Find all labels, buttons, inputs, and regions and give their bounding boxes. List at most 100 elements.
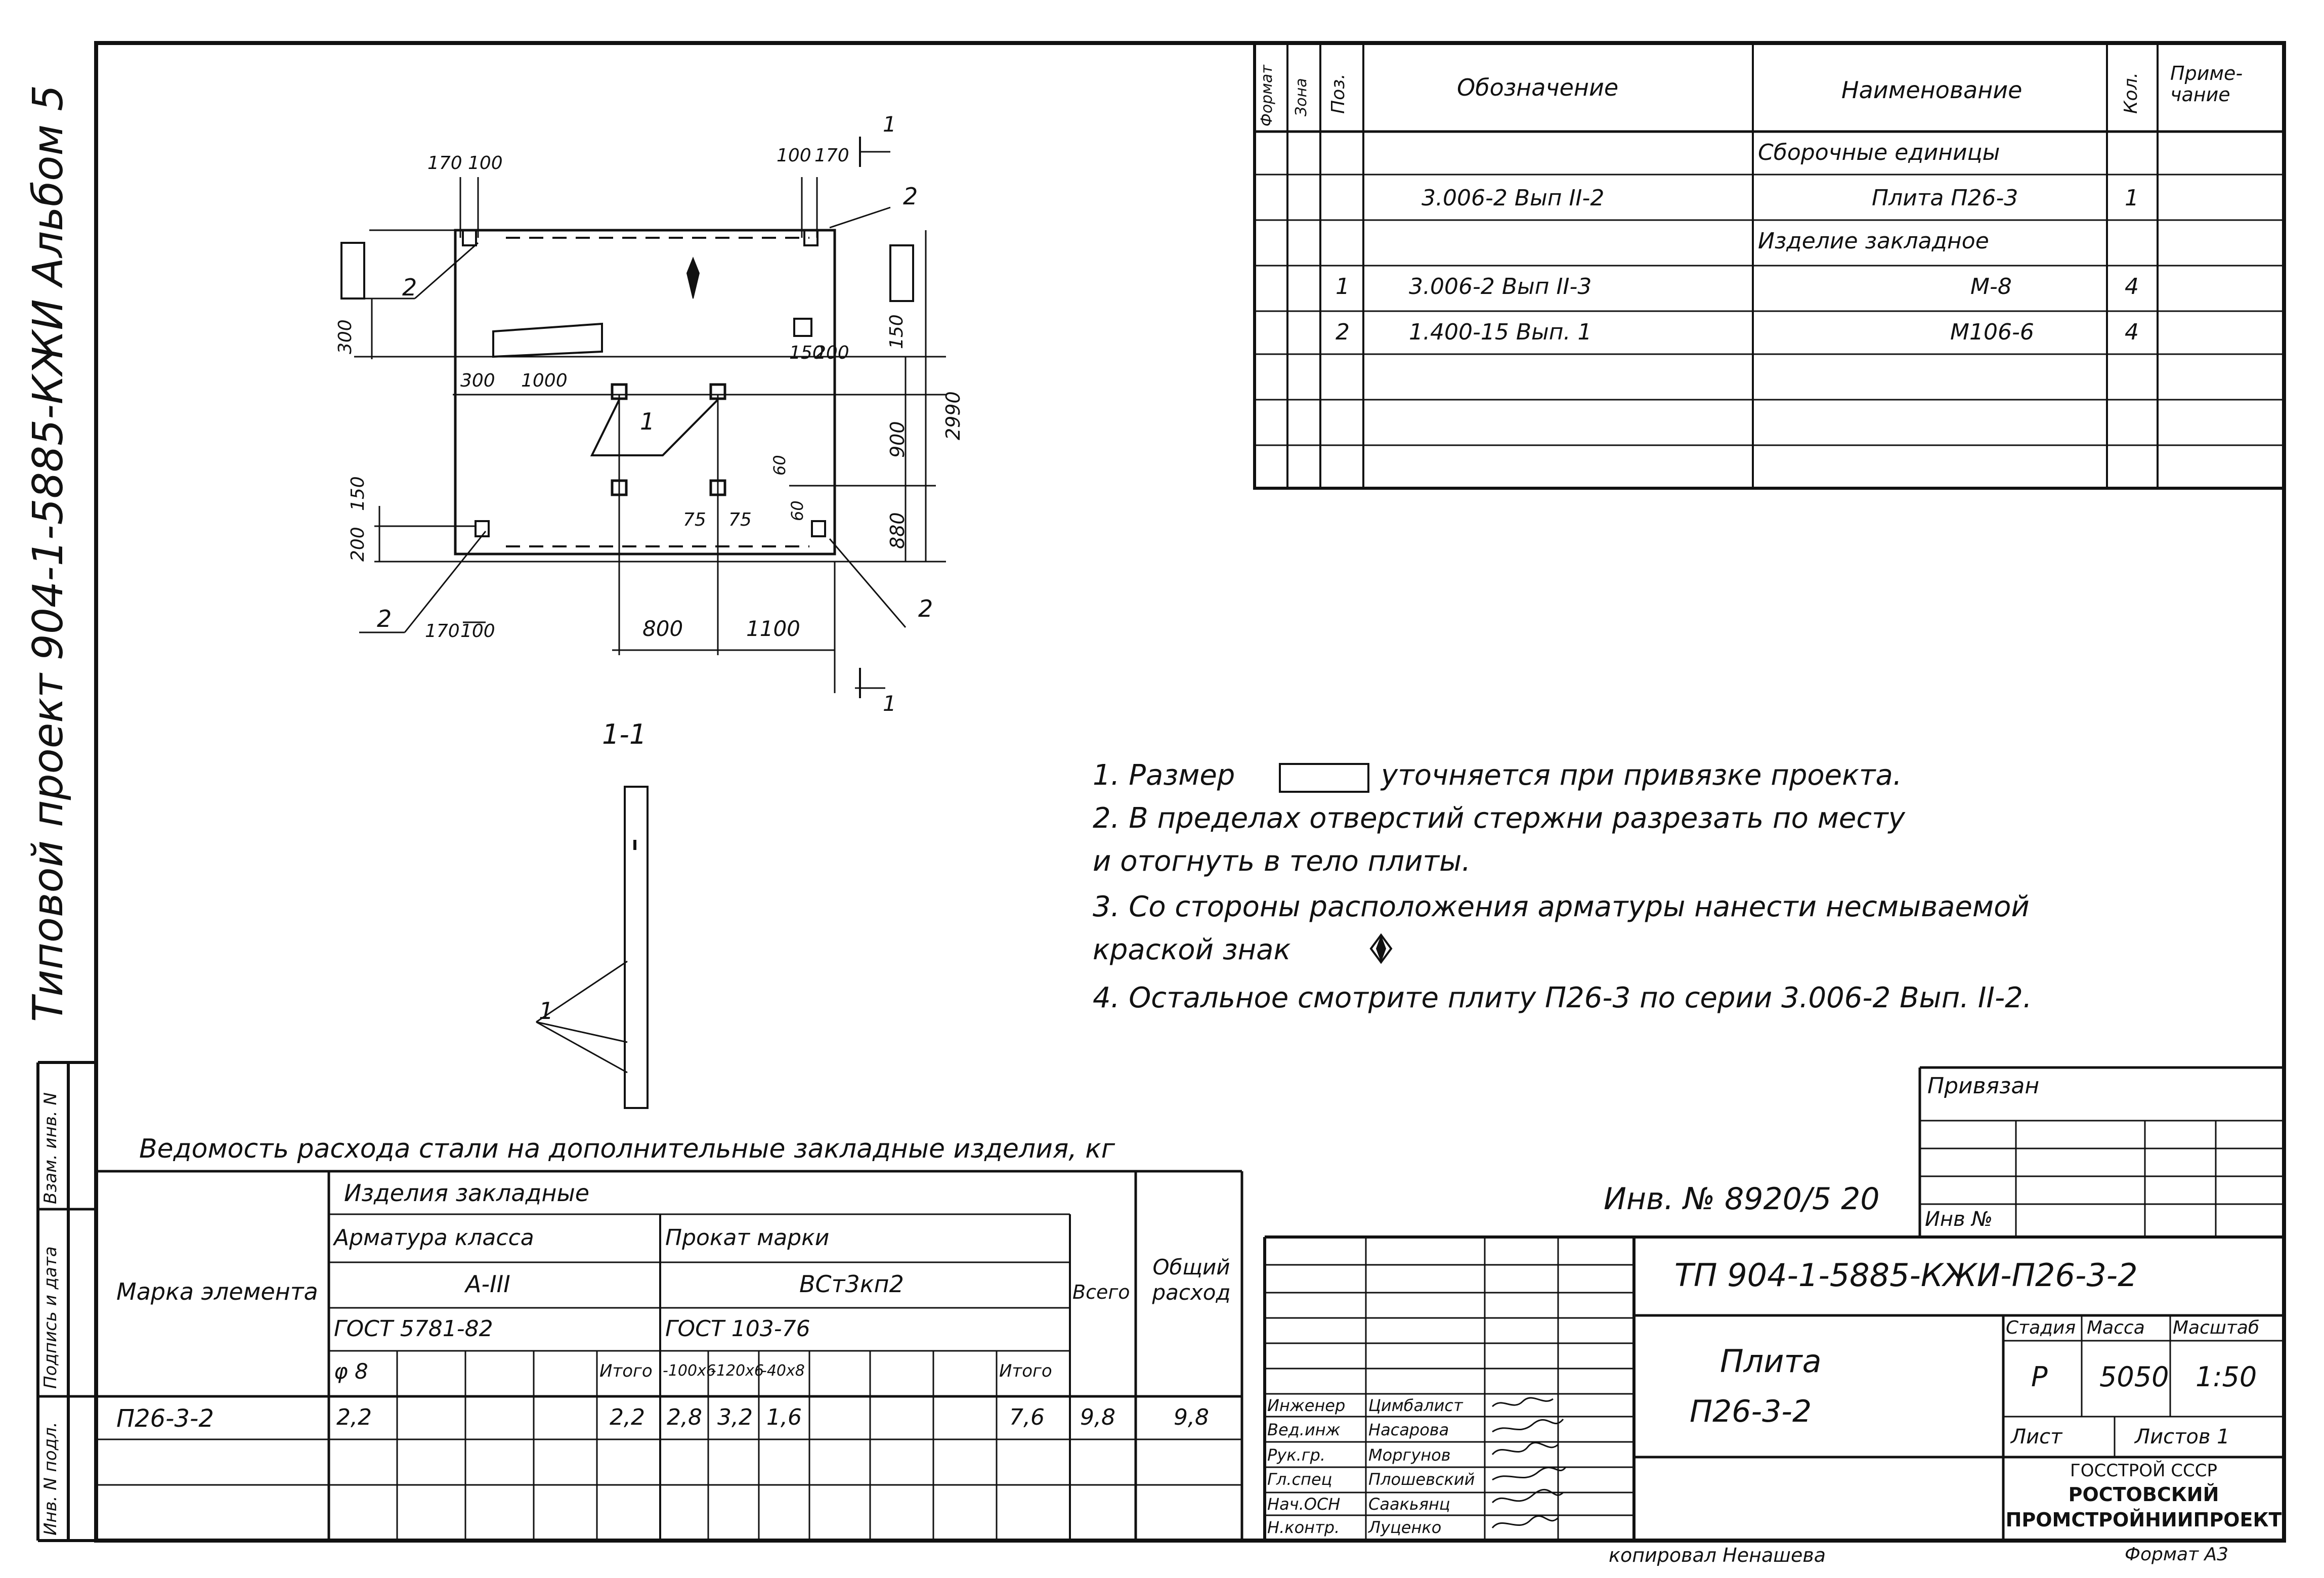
steel-prokat-mark: ВСт3кп2 bbox=[799, 1270, 904, 1298]
dim-label: 100 bbox=[460, 621, 495, 642]
steel-row-vsego: 9,8 bbox=[1080, 1404, 1115, 1430]
inv-stamp: Инв. № 8920/5 20 bbox=[1604, 1181, 1880, 1217]
privyazan-label: Привязан bbox=[1927, 1073, 2040, 1099]
spec-row-name: М106-6 bbox=[1950, 319, 2034, 345]
steel-row-phi8: 2,2 bbox=[336, 1404, 372, 1430]
role-label: Вед.инж bbox=[1267, 1420, 1341, 1439]
callout-section-mark: 1 bbox=[883, 691, 896, 716]
steel-size: -100x6 bbox=[663, 1362, 716, 1380]
role-name: Насарова bbox=[1368, 1420, 1449, 1439]
note-4: 4. Остальное смотрите плиту П26-3 по сер… bbox=[1093, 982, 2032, 1014]
steel-group: Изделия закладные bbox=[344, 1179, 590, 1207]
dim-label: 880 bbox=[886, 512, 909, 549]
dim-label: 170 bbox=[425, 621, 460, 642]
steel-row-v2: 3,2 bbox=[717, 1404, 753, 1430]
role-name: Луценко bbox=[1368, 1518, 1442, 1537]
dim-label: 170 bbox=[814, 145, 849, 166]
stage-header: Стадия bbox=[2006, 1317, 2076, 1338]
section-label: 1-1 bbox=[602, 718, 647, 750]
org-line-1: ГОССТРОЙ СССР bbox=[2070, 1461, 2217, 1481]
org-line-2: РОСТОВСКИЙ bbox=[2068, 1483, 2219, 1506]
spec-row-name: Изделие закладное bbox=[1758, 228, 1989, 254]
dim-label: 300 bbox=[460, 370, 495, 391]
copied-by: копировал Ненашева bbox=[1609, 1544, 1826, 1566]
steel-phi: φ 8 bbox=[334, 1359, 368, 1384]
spec-header-designation: Обозначение bbox=[1457, 74, 1619, 101]
steel-prokat: Прокат марки bbox=[665, 1225, 830, 1251]
mass-header: Масса bbox=[2087, 1317, 2145, 1338]
dim-label: 150 bbox=[789, 343, 824, 363]
role-label: Рук.гр. bbox=[1267, 1445, 1326, 1465]
steel-table-grid bbox=[96, 1170, 1243, 1541]
steel-size: -120x6 bbox=[711, 1362, 764, 1380]
dim-label: 100 bbox=[777, 145, 811, 166]
callout-pos-2: 2 bbox=[402, 274, 417, 301]
steel-armature-gost: ГОСТ 5781-82 bbox=[334, 1316, 493, 1342]
role-label: Гл.спец bbox=[1267, 1470, 1332, 1489]
spec-row-name: Плита П26-3 bbox=[1872, 185, 2018, 211]
plate-plan bbox=[340, 137, 946, 1109]
steel-itogo: Итого bbox=[999, 1361, 1052, 1381]
note-2: 2. В пределах отверстий стержни разрезат… bbox=[1093, 802, 1905, 835]
spec-row-qty: 4 bbox=[2125, 319, 2139, 345]
spec-row-qty: 4 bbox=[2125, 274, 2139, 300]
spec-row-pos: 2 bbox=[1336, 319, 1350, 345]
stage-value: Р bbox=[2031, 1361, 2048, 1393]
role-label: Нач.ОСН bbox=[1267, 1495, 1341, 1514]
sheet-frame bbox=[94, 41, 2286, 1543]
strip-label-inv-podl: Инв. N подл. bbox=[40, 1422, 61, 1536]
mass-value: 5050 bbox=[2099, 1361, 2169, 1393]
dim-label: 60 bbox=[770, 455, 789, 476]
steel-table-title: Ведомость расхода стали на дополнительны… bbox=[139, 1134, 1115, 1164]
steel-itogo: Итого bbox=[599, 1361, 653, 1381]
steel-total: Общий расход bbox=[1152, 1255, 1231, 1305]
callout-pos-2: 2 bbox=[903, 183, 918, 210]
strip-label-podpis: Подпись и дата bbox=[40, 1246, 61, 1389]
note-2-cont: и отогнуть в тело плиты. bbox=[1093, 845, 1471, 878]
role-name: Саакьянц bbox=[1368, 1495, 1450, 1514]
note-1-cont: уточняется при привязке проекта. bbox=[1381, 759, 1902, 792]
role-label: Н.контр. bbox=[1267, 1518, 1340, 1537]
spec-header-qty: Кол. bbox=[2121, 72, 2141, 114]
side-project-title: Типовой проект 904-1-5885-КЖИ Альбом 5 bbox=[24, 84, 72, 1022]
dim-label: 150 bbox=[348, 476, 368, 511]
role-name: Плошевский bbox=[1368, 1470, 1475, 1489]
spec-header-format: Формат bbox=[1258, 65, 1276, 126]
steel-armature-class: A-III bbox=[465, 1270, 510, 1298]
spec-row-designation: 3.006-2 Вып II-3 bbox=[1409, 274, 1592, 300]
drawing-code: ТП 904-1-5885-КЖИ-П26-3-2 bbox=[1674, 1257, 2138, 1294]
dim-label: 200 bbox=[814, 343, 849, 363]
privyazan-grid bbox=[1918, 1066, 2284, 1237]
dim-label: 800 bbox=[642, 616, 683, 641]
steel-vsego: Всего bbox=[1072, 1281, 1130, 1303]
note-3: 3. Со стороны расположения арматуры нане… bbox=[1093, 890, 2030, 923]
spec-table-grid bbox=[1253, 41, 2286, 490]
dim-label: 60 bbox=[788, 500, 807, 521]
dim-label: 1100 bbox=[746, 616, 800, 641]
callout-pos-2: 2 bbox=[918, 595, 933, 622]
steel-armature: Арматура класса bbox=[334, 1225, 534, 1251]
scale-value: 1:50 bbox=[2196, 1361, 2257, 1393]
steel-col-mark: Марка элемента bbox=[116, 1278, 318, 1305]
org-line-3: ПРОМСТРОЙНИИПРОЕКТ bbox=[2005, 1509, 2282, 1531]
signature-strokes bbox=[1491, 1397, 1567, 1529]
title-block-grid bbox=[1263, 1235, 2284, 1541]
dim-label: 75 bbox=[728, 509, 752, 530]
spec-header-name: Наименование bbox=[1841, 76, 2022, 104]
note-3-cont: краской знак bbox=[1093, 933, 1291, 966]
spec-row-pos: 1 bbox=[1336, 274, 1350, 300]
role-name: Цимбалист bbox=[1368, 1396, 1463, 1415]
role-name: Моргунов bbox=[1368, 1445, 1451, 1465]
steel-row-itogo2: 7,6 bbox=[1009, 1404, 1045, 1430]
sheet-label: Лист bbox=[2011, 1425, 2062, 1448]
inv-label: Инв № bbox=[1925, 1208, 1993, 1231]
dim-label: 100 bbox=[468, 153, 503, 174]
steel-size: -40x8 bbox=[761, 1362, 805, 1380]
drawing-name-1: Плита bbox=[1720, 1343, 1822, 1380]
spec-header-note: Приме-чание bbox=[2170, 62, 2243, 106]
role-label: Инженер bbox=[1267, 1396, 1346, 1415]
steel-row-total: 9,8 bbox=[1174, 1404, 1209, 1430]
scale-header: Масштаб bbox=[2173, 1317, 2260, 1338]
